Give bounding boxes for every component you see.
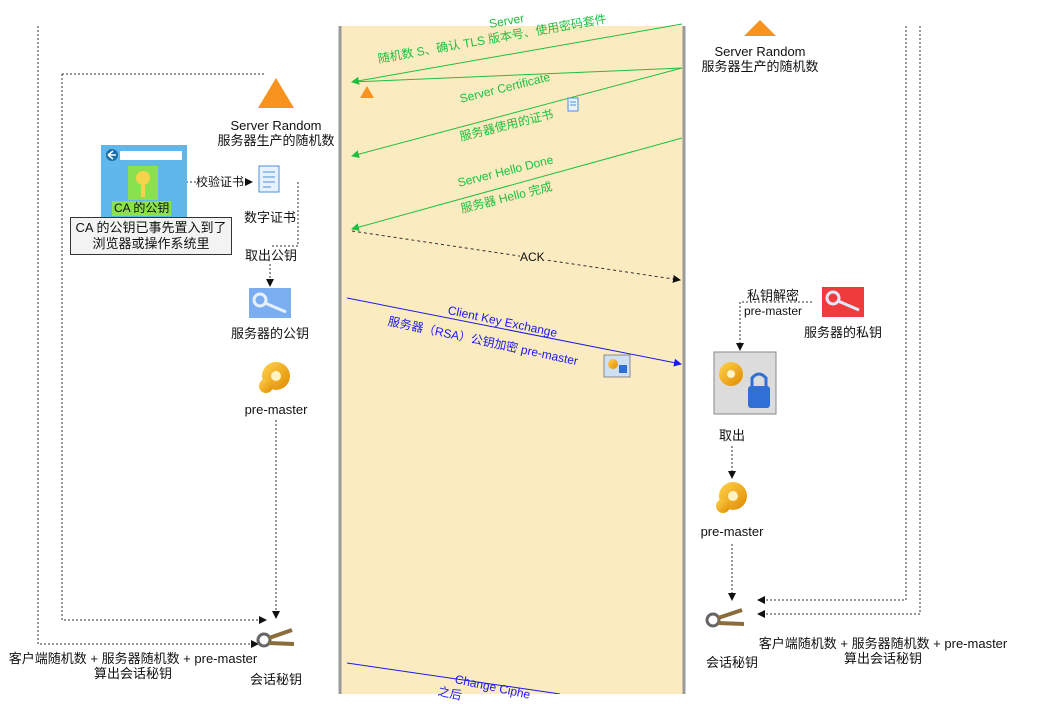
client-premaster-label: pre-master <box>244 402 308 417</box>
take-out-label: 取出 <box>718 428 746 443</box>
client-formula-line2: 算出会话秘钥 <box>93 666 173 681</box>
server-session-key-icon <box>705 608 745 628</box>
client-formula-line1: 客户端随机数 + 服务器随机数 + pre-master <box>8 651 258 666</box>
server-random-triangle-client <box>258 78 294 108</box>
server-hello-arrow-2 <box>351 67 683 83</box>
client-session-key-icon <box>256 628 295 648</box>
change-cipher-arrow <box>346 662 561 694</box>
take-pubkey-label: 取出公钥 <box>244 248 298 263</box>
digital-cert-label: 数字证书 <box>243 210 297 225</box>
ack-label: ACK <box>520 250 545 265</box>
server-random-triangle-top <box>744 20 776 36</box>
server-premaster-gear-icon <box>716 482 747 513</box>
private-decrypt-label: 私钥解密 <box>746 288 800 303</box>
client-session-key-label: 会话秘钥 <box>249 672 303 687</box>
client-random-path <box>61 74 267 624</box>
server-pubkey-label: 服务器的公钥 <box>230 326 310 341</box>
ca-note-line2: 浏览器或操作系统里 <box>92 236 210 251</box>
decrypt-box-icon <box>713 351 777 415</box>
client-key-exchange-arrow <box>346 297 682 367</box>
small-certificate-icon <box>567 97 579 112</box>
server-random-sub: 服务器生产的随机数 <box>701 59 819 74</box>
verify-cert-label: 校验证书 <box>196 175 245 190</box>
client-premaster-gear-icon <box>259 362 290 393</box>
ca-note-line1: CA 的公钥已事先置入到了 <box>75 220 227 235</box>
server-random-title: Server Random <box>714 44 806 59</box>
server-premaster-small-label: pre-master <box>743 304 803 318</box>
ca-note-box <box>70 217 232 255</box>
server-formula-line1: 客户端随机数 + 服务器随机数 + pre-master <box>758 636 1008 651</box>
client-server-random-title: Server Random <box>230 118 322 133</box>
server-private-key-icon <box>822 287 864 317</box>
server-session-key-label: 会话秘钥 <box>705 655 759 670</box>
server-certificate-arrow <box>351 67 683 159</box>
decrypt-flow-arrow <box>736 301 812 351</box>
server-private-key-label: 服务器的私钥 <box>803 325 883 340</box>
server-formula-line2: 算出会话秘钥 <box>843 651 923 666</box>
server-premaster-label: pre-master <box>700 524 764 539</box>
certificate-icon <box>258 165 280 193</box>
random-s-triangle <box>360 86 374 98</box>
client-server-random-sub: 服务器生产的随机数 <box>217 133 335 148</box>
server-hello-done-arrow <box>351 137 683 231</box>
server-public-key-icon <box>249 288 291 318</box>
encrypted-premaster-icon <box>603 354 631 378</box>
ca-key-label: CA 的公钥 <box>112 201 172 216</box>
client-outer-path <box>37 26 259 648</box>
server-random-path <box>757 26 907 604</box>
server-outer-path <box>757 26 921 618</box>
ack-arrow <box>351 230 681 283</box>
server-hello-arrow <box>351 23 683 85</box>
